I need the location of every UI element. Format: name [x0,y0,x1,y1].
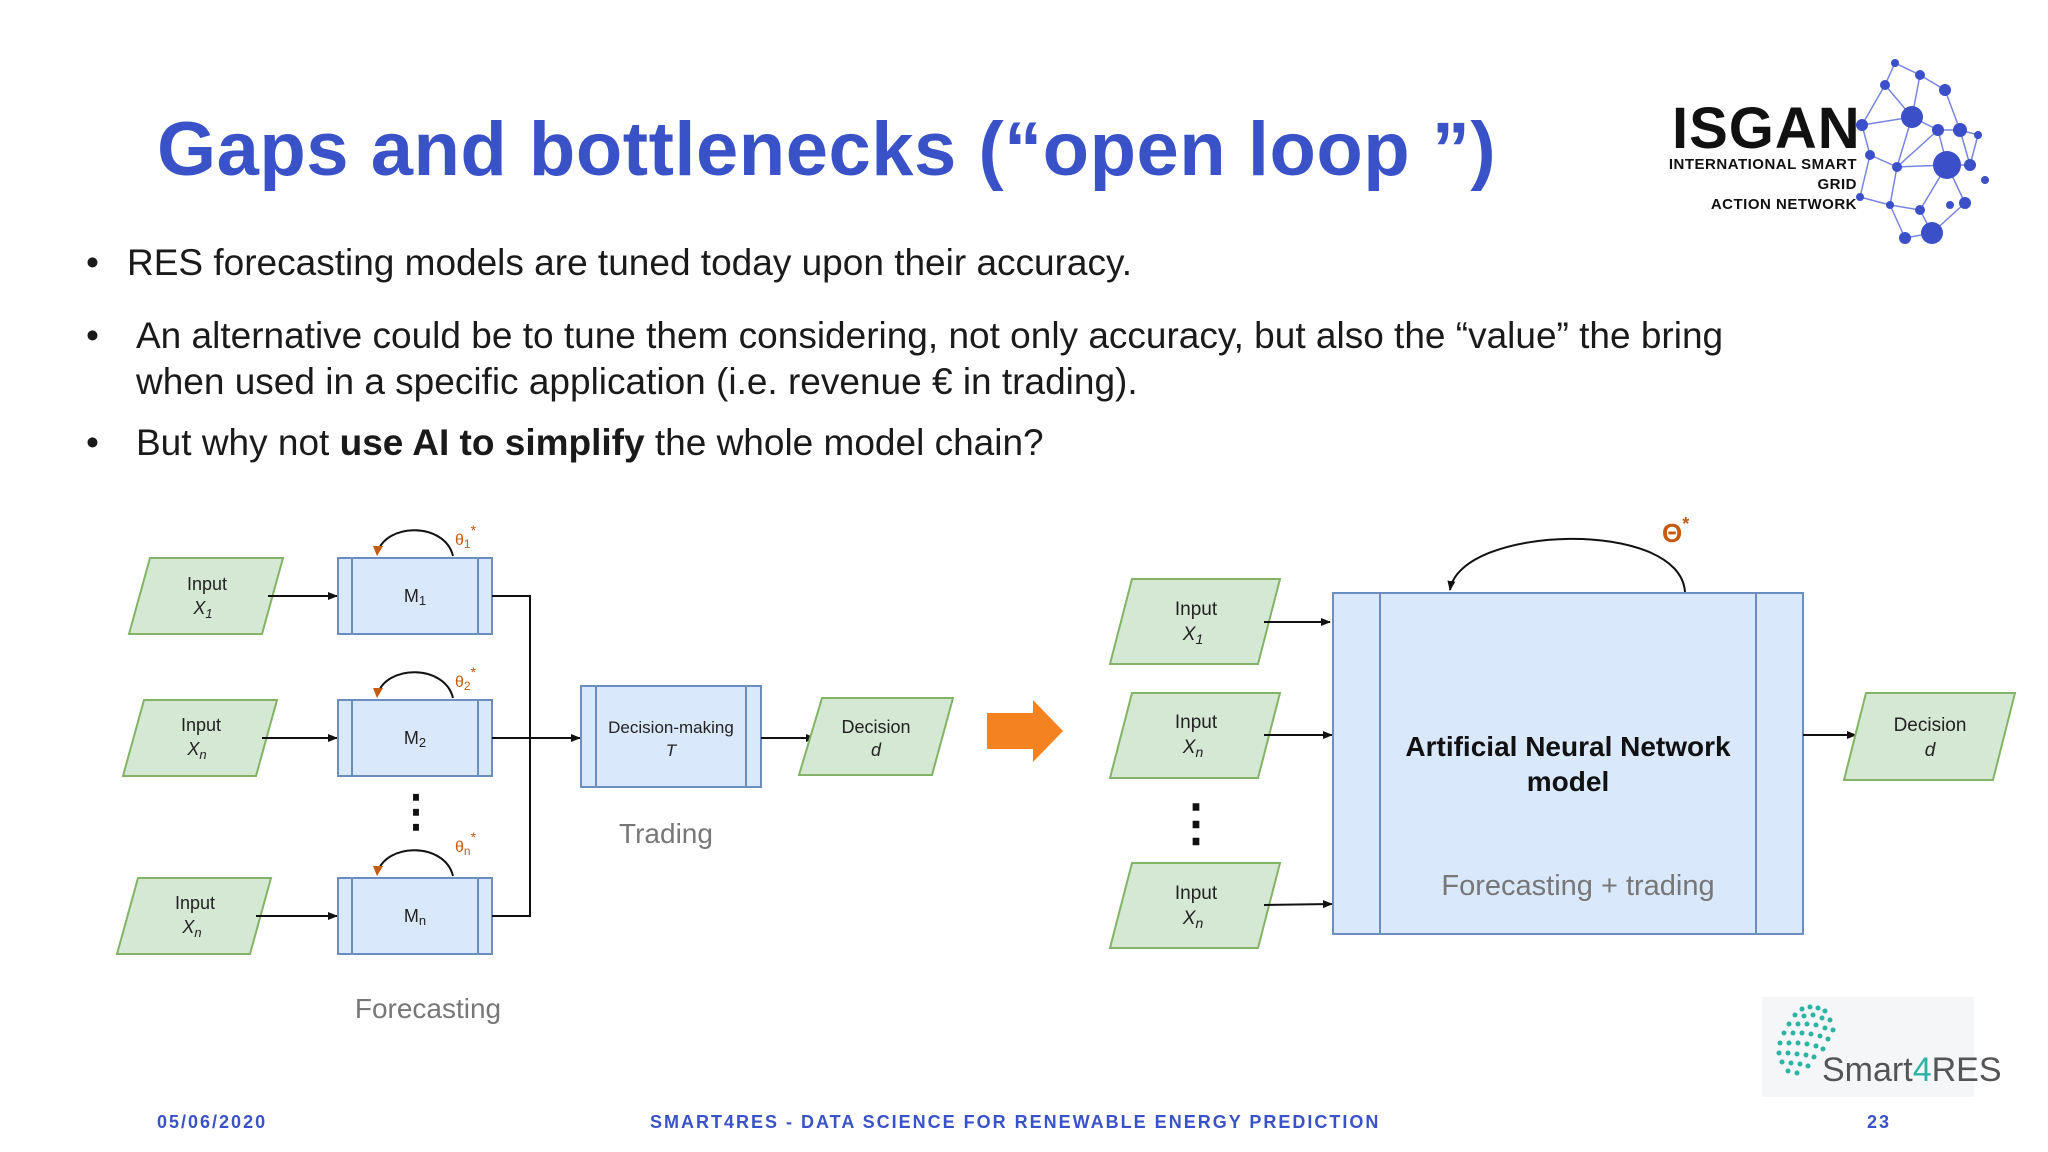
decision-label: Decision [841,717,910,737]
bullet-text: the whole model chain? [644,422,1044,463]
trading-caption: Trading [619,818,713,849]
arrow [1263,900,1333,909]
dotted-sphere-icon [1776,1004,1836,1076]
bullet-dot: • [86,315,99,356]
decision-output-shape: Decision d [1842,692,2017,781]
input-xn-shape: Input Xn [1108,692,1282,779]
isgan-subtitle-line: INTERNATIONAL SMART GRID [1668,156,1857,193]
input-label: Input [181,715,221,735]
bullet-bold-text: use AI to simplify [339,422,645,463]
feedback-arrowhead [373,688,383,698]
feedback-loop [376,671,454,699]
model-m1-box: M1 [337,557,493,635]
decision-making-var: T [666,741,678,760]
feedback-loop [376,849,454,877]
footer-title: SMART4RES - DATA SCIENCE FOR RENEWABLE E… [650,1112,1381,1132]
decision-output-shape: Decision d [797,697,955,776]
feedback-arrowhead [373,546,383,556]
ellipsis-icon: ⋮ [1171,795,1221,851]
isgan-subtitle: INTERNATIONAL SMART GRID ACTION NETWORK [1629,155,1857,215]
forecasting-caption: Forecasting [355,993,501,1024]
input-var: Xn [186,739,206,762]
ann-title: Artificial Neural Network [1405,731,1731,762]
smart4res-wordmark: Smart4RES [1822,1051,2002,1089]
input-label: Input [1175,883,1218,904]
bullet-text: when used in a specific application (i.e… [136,361,1138,402]
input-label: Input [1175,712,1218,733]
isgan-wordmark: ISGAN [1672,96,1861,161]
isgan-subtitle-line: ACTION NETWORK [1710,196,1857,213]
footer-date: 05/06/2020 [157,1112,268,1132]
decision-label: Decision [1894,715,1967,736]
bullet-item: • An alternative could be to tune them c… [86,313,1846,405]
ellipsis-icon: ⋮ [394,787,438,836]
bullet-dot: • [86,242,99,283]
bullet-item: • RES forecasting models are tuned today… [86,240,1846,286]
transition-arrow-icon [987,700,1063,762]
model-label: M1 [404,586,426,608]
bullet-item: • But why not use AI to simplify the who… [86,420,1846,466]
isgan-logo: ISGAN INTERNATIONAL SMART GRID ACTION NE… [1625,55,1995,250]
ann-caption: Forecasting + trading [1441,870,1714,902]
model-mn-box: Mn [337,877,493,955]
decision-making-label: Decision-making [608,718,734,737]
input-var: X1 [1182,624,1203,647]
ann-model-box: Artificial Neural Network model Forecast… [1332,592,1804,935]
input-xn-shape: Input Xn [115,877,273,955]
ann-title: model [1527,766,1609,797]
decision-making-box: Decision-making T [580,685,762,788]
input-x1-shape: Input X1 [127,557,285,635]
theta-1-label: θ1* [455,522,477,551]
slide-title: Gaps and bottlenecks (“open loop ”) [157,107,1497,192]
connector [492,595,531,917]
bullet-text: RES forecasting models are tuned today u… [127,242,1133,283]
input-label: Input [175,893,215,913]
input-label: Input [1175,599,1218,620]
input-var: Xn [181,917,201,940]
model-m2-box: M2 [337,699,493,777]
input-var: Xn [1182,908,1204,931]
input-label: Input [187,574,227,594]
feedback-arrowhead [373,866,383,876]
network-graphic-icon [1856,59,1989,244]
input-var: X1 [192,598,212,621]
bullet-list: • RES forecasting models are tuned today… [86,240,1846,466]
decision-var: d [871,740,882,760]
feedback-loop [1447,537,1686,593]
model-label: Mn [404,906,426,928]
decision-var: d [1925,740,1937,761]
theta-2-label: θ2* [455,664,477,693]
input-var: Xn [1182,737,1204,760]
model-label: M2 [404,728,426,750]
input-xn-shape: Input Xn [121,699,279,777]
input-x1-shape: Input X1 [1108,578,1282,665]
theta-n-label: θn* [455,829,477,858]
bullet-dot: • [86,422,99,463]
bullet-text: But why not [136,422,340,463]
bullet-text: An alternative could be to tune them con… [136,315,1724,356]
input-xn-shape: Input Xn [1108,862,1282,949]
theta-star-label: Θ* [1662,514,1689,548]
page-number: 23 [1867,1112,1892,1132]
smart4res-logo: Smart4RES [1762,997,2002,1097]
feedback-loop [376,529,454,557]
